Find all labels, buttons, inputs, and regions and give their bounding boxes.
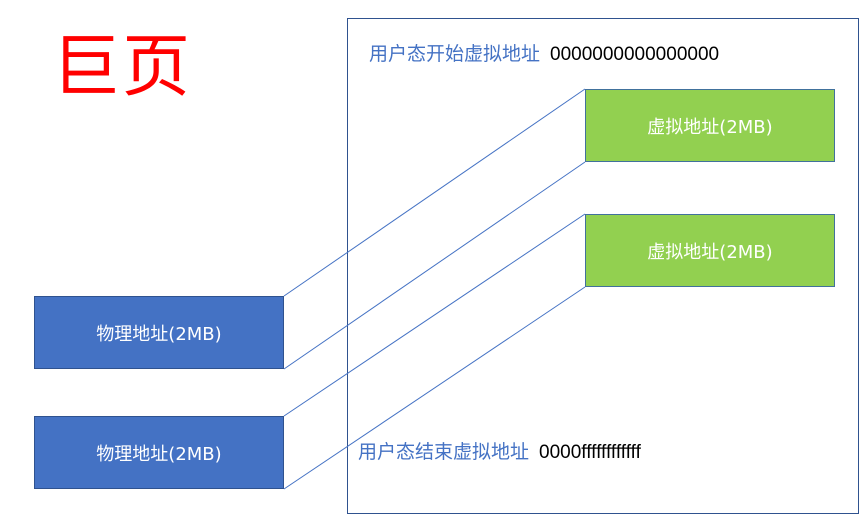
start-address-label: 用户态开始虚拟地址 0000000000000000	[369, 42, 719, 67]
virtual-block-2: 虚拟地址(2MB)	[585, 214, 835, 287]
physical-block-2: 物理地址(2MB)	[34, 416, 284, 489]
end-address-caption: 用户态结束虚拟地址	[358, 441, 530, 463]
physical-block-1-label: 物理地址(2MB)	[96, 323, 222, 345]
diagram-title: 巨页	[52, 28, 193, 107]
physical-block-2-label: 物理地址(2MB)	[96, 443, 222, 465]
start-address-caption: 用户态开始虚拟地址	[369, 43, 541, 65]
physical-block-1: 物理地址(2MB)	[34, 296, 284, 369]
virtual-block-1-label: 虚拟地址(2MB)	[647, 116, 773, 138]
virtual-block-1: 虚拟地址(2MB)	[585, 89, 835, 162]
end-address-value: 0000ffffffffffff	[539, 442, 641, 463]
virtual-block-2-label: 虚拟地址(2MB)	[647, 241, 773, 263]
end-address-label: 用户态结束虚拟地址 0000ffffffffffff	[358, 440, 641, 465]
start-address-value: 0000000000000000	[550, 44, 720, 65]
